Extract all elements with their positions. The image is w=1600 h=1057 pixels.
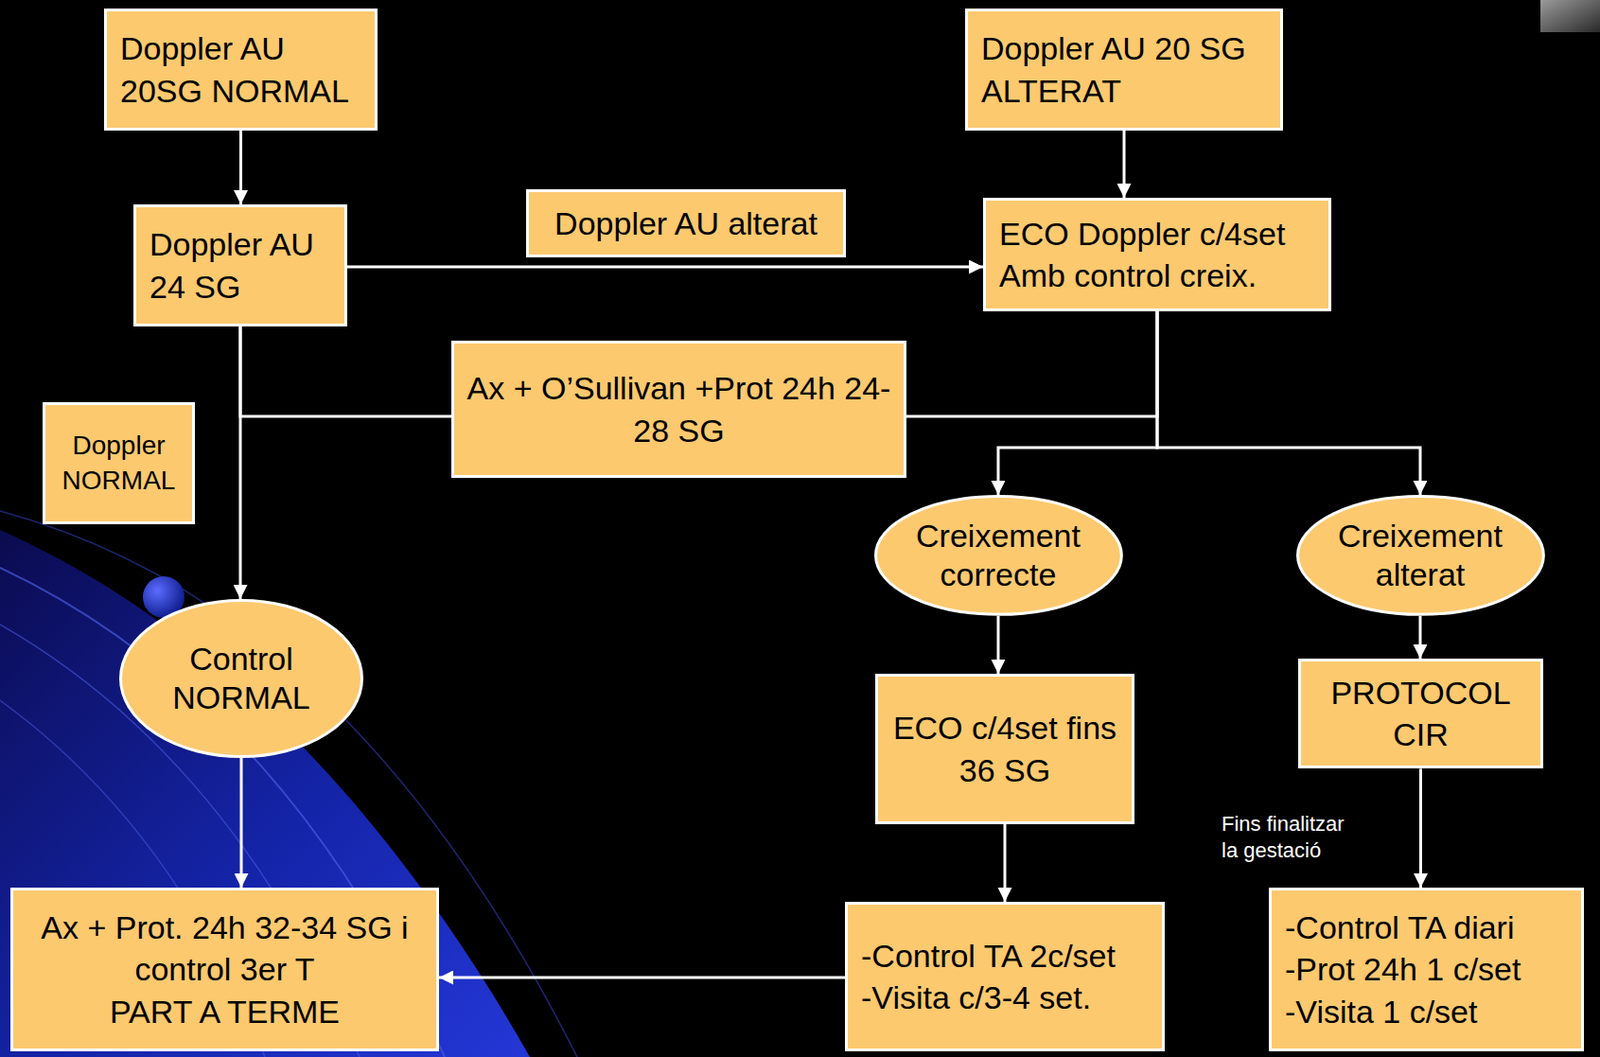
node-text: ECO Doppler c/4set Amb control creix. <box>999 212 1316 297</box>
process-box: Ax + O’Sullivan +Prot 24h 24-28 SG <box>451 340 907 478</box>
process-box: Doppler AU 24 SG <box>133 204 348 327</box>
process-box: Doppler AU 20SG NORMAL <box>104 8 378 131</box>
ellipse-outline <box>1296 494 1546 616</box>
process-box: ECO Doppler c/4set Amb control creix. <box>983 197 1332 312</box>
flow-arrow <box>1157 311 1421 495</box>
process-box: Doppler AU alterat <box>526 189 846 258</box>
ellipse-shape <box>1297 496 1544 616</box>
state-ellipse: Control NORMAL <box>119 598 364 758</box>
flow-arrow <box>998 311 1158 495</box>
flow-arrow <box>239 130 243 205</box>
node-text: ECO c/4set fins 36 SG <box>887 706 1123 791</box>
node-text: Ax + Prot. 24h 32-34 SG i control 3er T <box>31 906 420 990</box>
node-text: Doppler AU 20 SG ALTERAT <box>981 27 1267 111</box>
flow-arrow <box>1123 130 1126 198</box>
process-box: PROTOCOL CIR <box>1298 658 1544 769</box>
node-text: Creixement alterat <box>1330 516 1511 595</box>
node-text: Control NORMAL <box>151 639 332 718</box>
node-text: -Control TA 2c/set <box>861 934 1116 977</box>
node-text: -Prot 24h 1 c/set <box>1284 948 1521 990</box>
node-text: PROTOCOL CIR <box>1310 671 1531 756</box>
flow-arrow <box>906 311 1158 417</box>
ellipse-shape <box>121 600 363 757</box>
node-text: Doppler NORMAL <box>54 428 183 498</box>
process-box: Ax + Prot. 24h 32-34 SG i control 3er TP… <box>10 887 440 1052</box>
ellipse-shape <box>875 496 1122 616</box>
swoosh-line <box>0 510 578 1057</box>
flow-arrow <box>439 976 845 980</box>
flow-arrow <box>240 326 452 417</box>
edge-label: Fins finalitzar la gestació <box>1221 810 1350 863</box>
flow-arrow <box>347 265 984 269</box>
process-box: Doppler AU 20 SG ALTERAT <box>965 8 1284 131</box>
node-text: -Visita 1 c/set <box>1284 990 1477 1033</box>
node-text: PART A TERME <box>31 990 420 1033</box>
ellipse-outline <box>119 598 364 758</box>
process-box: ECO c/4set fins 36 SG <box>875 673 1135 825</box>
node-text: Creixement correcte <box>908 516 1089 595</box>
flow-arrow <box>996 615 1000 674</box>
state-ellipse: Creixement correcte <box>874 494 1124 616</box>
node-text: Doppler AU 20SG NORMAL <box>120 27 362 111</box>
flow-arrow <box>240 757 244 888</box>
flow-arrow <box>1418 615 1422 659</box>
corner-photo <box>1540 0 1600 33</box>
node-text: -Control TA diari <box>1284 906 1515 949</box>
process-box: -Control TA 2c/set-Visita c/3-4 set. <box>844 901 1165 1052</box>
flow-arrow <box>1003 824 1007 902</box>
swoosh-line <box>0 567 445 1057</box>
node-text: -Visita c/3-4 set. <box>861 976 1091 1019</box>
flow-arrow <box>239 326 243 599</box>
process-box: Doppler NORMAL <box>42 402 195 525</box>
flow-arrow <box>1419 768 1423 888</box>
state-ellipse: Creixement alterat <box>1296 494 1546 616</box>
process-box: -Control TA diari-Prot 24h 1 c/set-Visit… <box>1268 887 1584 1052</box>
node-text: Doppler AU 24 SG <box>149 223 332 307</box>
node-text: Ax + O’Sullivan +Prot 24h 24-28 SG <box>463 367 895 451</box>
node-text: Doppler AU alterat <box>554 202 818 245</box>
ellipse-outline <box>874 494 1124 616</box>
